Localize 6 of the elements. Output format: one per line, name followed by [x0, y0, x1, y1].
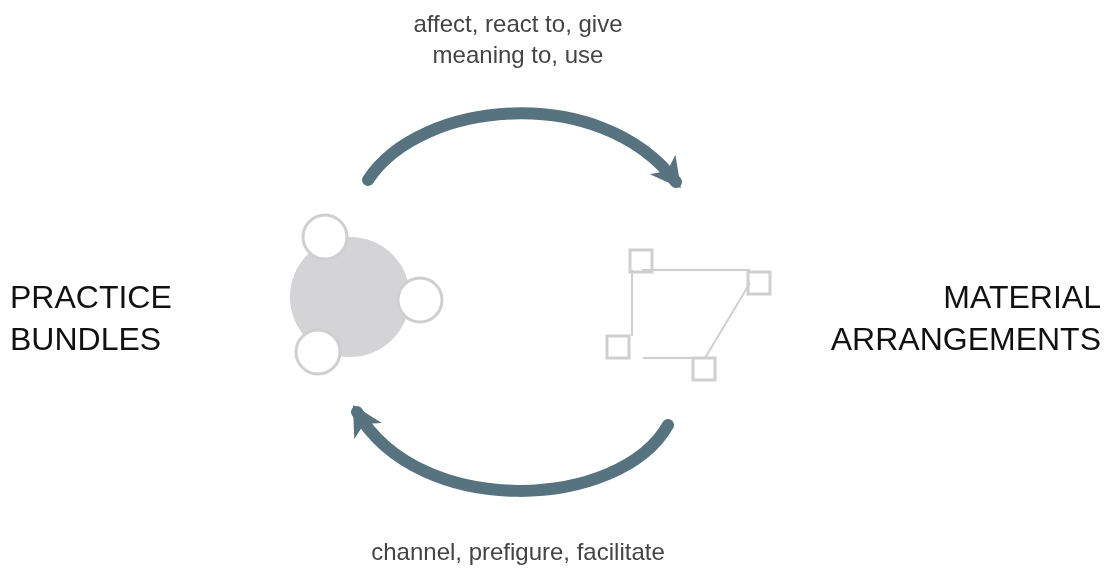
concept-label: PRACTICE BUNDLES — [10, 278, 173, 359]
curved-arrow — [351, 405, 674, 497]
curved-arrow — [362, 107, 682, 188]
concept-label: MATERIAL ARRANGEMENTS — [829, 278, 1101, 359]
edge-label: affect, react to, give meaning to, use — [412, 9, 624, 70]
edge-label: channel, prefigure, facilitate — [370, 537, 666, 567]
